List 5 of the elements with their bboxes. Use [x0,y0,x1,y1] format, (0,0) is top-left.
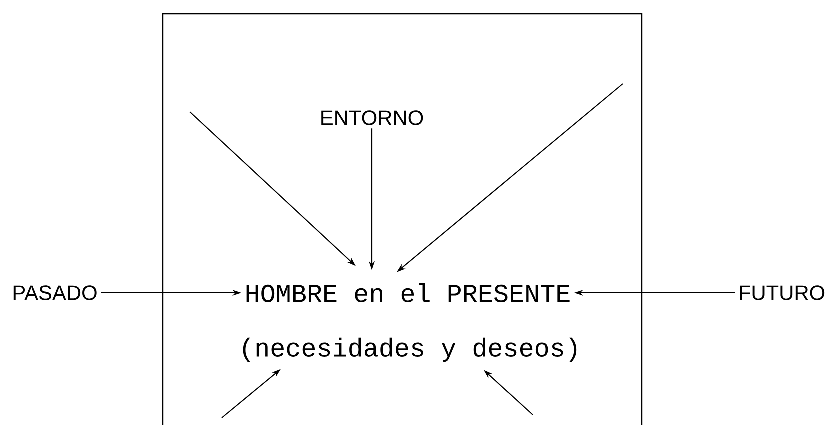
text-label: (necesidades y deseos) [243,338,577,362]
text-label: HOMBRE en el PRESENTE [246,284,570,303]
text-label: FUTURO [740,286,825,300]
text-label: ENTORNO [322,110,424,126]
text-label: PASADO [14,286,97,300]
